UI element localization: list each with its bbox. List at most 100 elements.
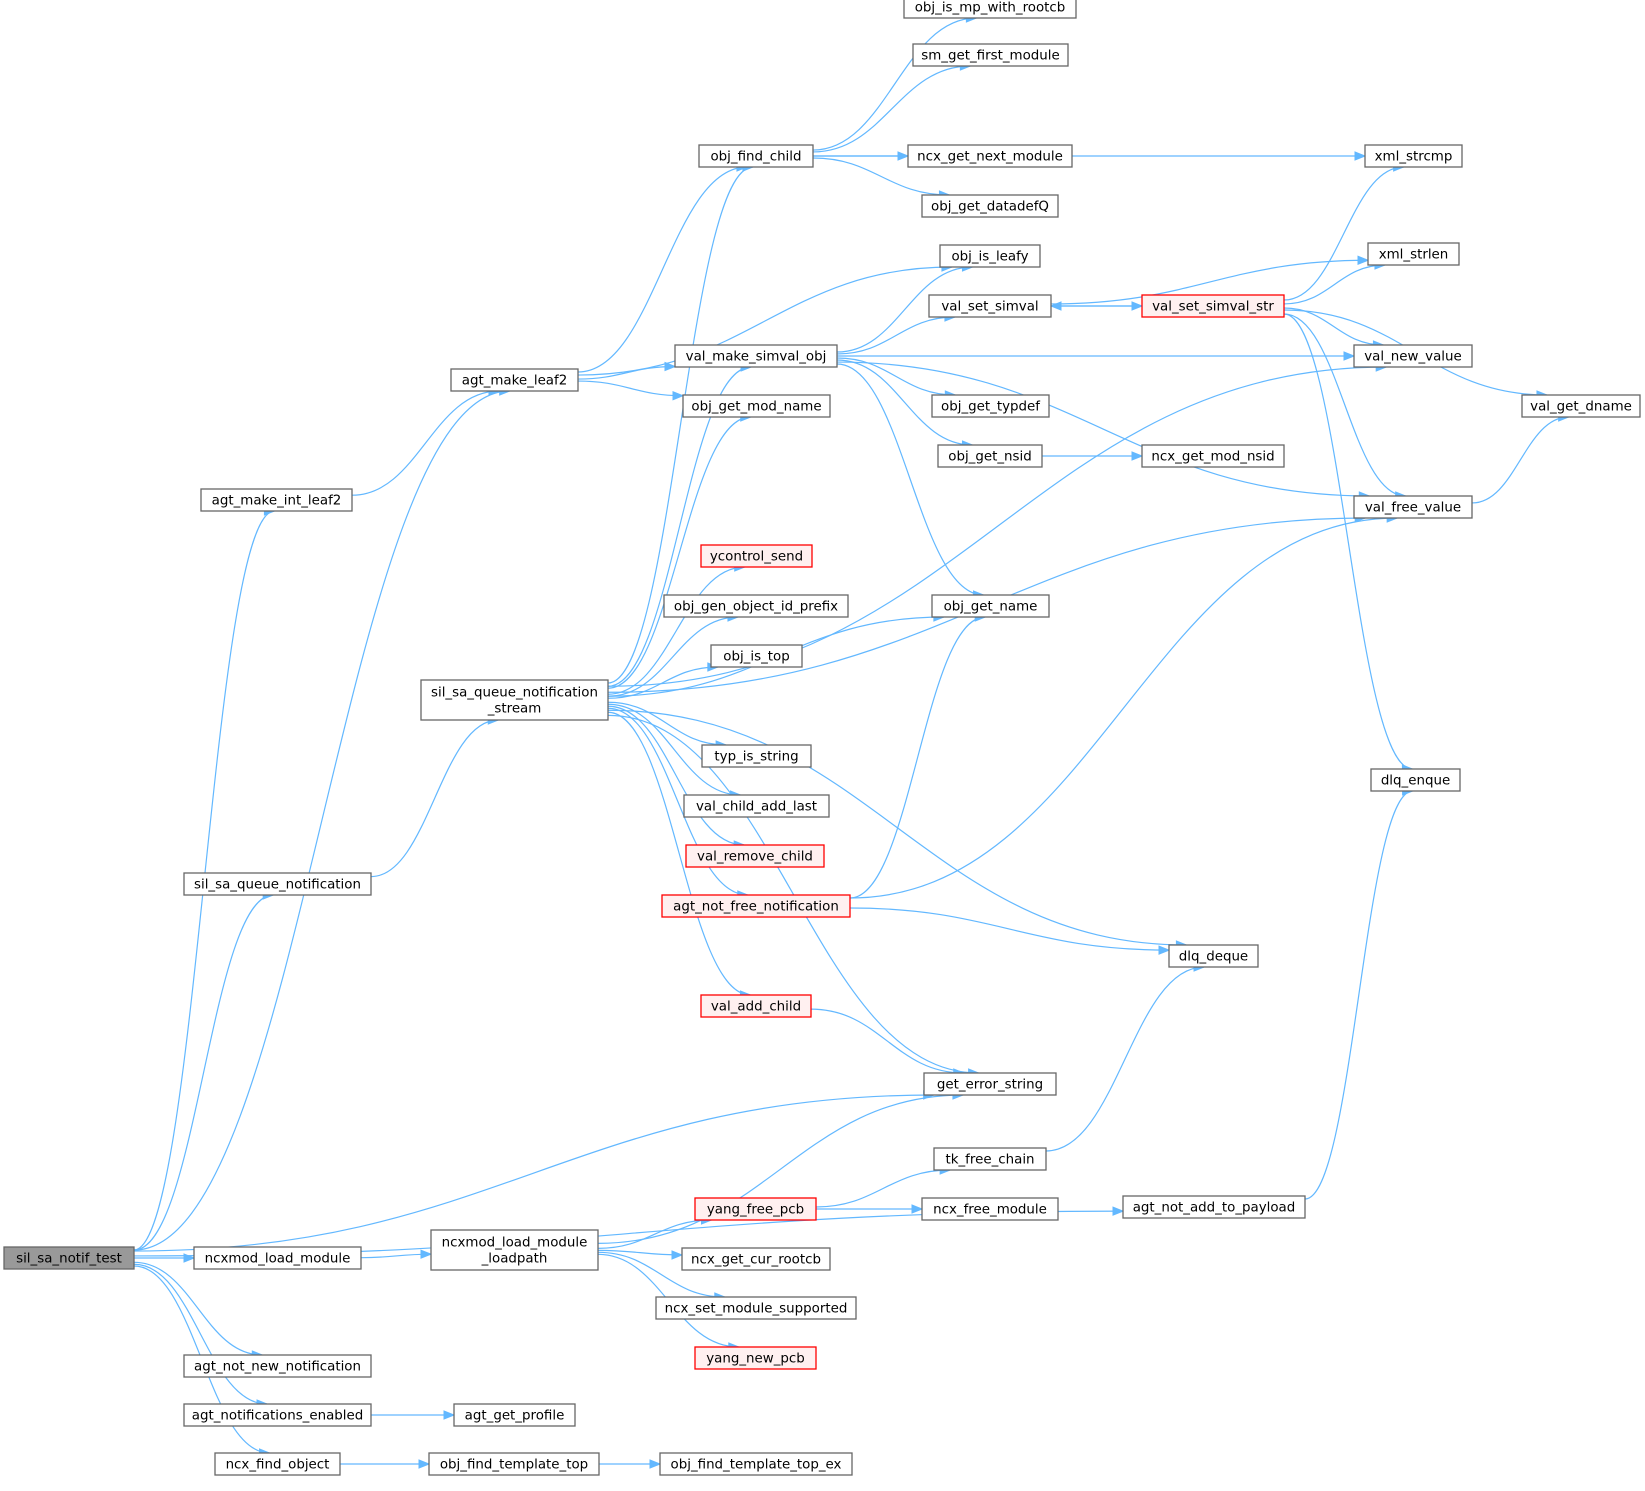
node-box (200, 488, 353, 512)
node-agt-make-leaf2[interactable]: agt_make_leaf2 (450, 368, 579, 392)
edge-line (607, 616, 738, 697)
edge-line (849, 517, 1398, 899)
edge-line (836, 363, 984, 596)
node-ncx-find-object[interactable]: ncx_find_object (214, 1452, 341, 1476)
node-xml-strcmp[interactable]: xml_strcmp (1364, 144, 1463, 168)
node-get-error-string[interactable]: get_error_string (923, 1072, 1057, 1096)
node-label: obj_get_name (944, 600, 1038, 615)
node-sil-sa-queue-notification-stream[interactable]: sil_sa_queue_notification_stream (420, 679, 609, 721)
node-box (1168, 944, 1259, 968)
node-sil-sa-notif-test[interactable]: sil_sa_notif_test (3, 1246, 135, 1270)
node-box (1122, 1195, 1306, 1219)
node-obj-get-mod-name[interactable]: obj_get_mod_name (682, 394, 831, 418)
node-obj-is-leafy[interactable]: obj_is_leafy (939, 244, 1041, 268)
node-val-set-simval-str[interactable]: val_set_simval_str (1141, 294, 1285, 318)
node-ncxmod-load-module-loadpath[interactable]: ncxmod_load_module_loadpath (430, 1229, 599, 1271)
node-ncx-set-module-supported[interactable]: ncx_set_module_supported (655, 1296, 857, 1320)
node-box (937, 444, 1043, 468)
node-label: xml_strcmp (1375, 150, 1453, 165)
node-agt-make-int-leaf2[interactable]: agt_make_int_leaf2 (200, 488, 353, 512)
edge-line (1283, 166, 1404, 301)
node-ncx-get-mod-nsid[interactable]: ncx_get_mod_nsid (1141, 444, 1285, 468)
node-sil-sa-queue-notification[interactable]: sil_sa_queue_notification (183, 872, 372, 896)
node-obj-find-template-top-ex[interactable]: obj_find_template_top_ex (659, 1452, 853, 1476)
edge-sil_sa_notif_test-to-agt_make_leaf2 (133, 386, 512, 1251)
edge-line (607, 166, 753, 684)
node-yang-new-pcb[interactable]: yang_new_pcb (694, 1346, 817, 1370)
node-tk-free-chain[interactable]: tk_free_chain (933, 1147, 1047, 1171)
node-obj-get-typdef[interactable]: obj_get_typdef (931, 394, 1050, 418)
arrowhead-icon (443, 1410, 456, 1420)
node-val-add-child[interactable]: val_add_child (700, 994, 812, 1018)
edge-line (849, 616, 986, 899)
node-box (921, 194, 1059, 218)
edge-ncx_find_object-to-obj_find_template_top (340, 1459, 431, 1469)
edge-sil_sa_notif_test-to-agt_not_new_notification (133, 1261, 264, 1360)
node-box (674, 344, 838, 368)
node-obj-gen-object-id-prefix[interactable]: obj_gen_object_id_prefix (663, 594, 849, 618)
node-typ-is-string[interactable]: typ_is_string (701, 744, 812, 768)
arrowhead-icon (420, 1249, 433, 1259)
edge-obj_find_child-to-obj_is_mp_with_rootcb (812, 13, 978, 151)
edge-val_set_simval_str-to-xml_strcmp (1283, 162, 1405, 301)
node-box (183, 1354, 372, 1378)
edge-line (810, 1008, 964, 1074)
node-val-free-value[interactable]: val_free_value (1353, 495, 1473, 519)
node-val-get-dname[interactable]: val_get_dname (1521, 394, 1641, 418)
node-label: sm_get_first_module (921, 49, 1059, 64)
arrowhead-icon (671, 1250, 684, 1260)
edge-agt_make_int_leaf2-to-agt_make_leaf2 (351, 386, 501, 496)
node-obj-is-top[interactable]: obj_is_top (710, 644, 803, 668)
node-sm-get-first-module[interactable]: sm_get_first_module (912, 43, 1069, 67)
node-label: ncx_get_cur_rootcb (691, 1253, 821, 1268)
node-label: val_get_dname (1530, 400, 1632, 415)
edge-line (597, 1251, 725, 1298)
node-val-remove-child[interactable]: val_remove_child (685, 844, 825, 868)
node-label: agt_not_new_notification (194, 1360, 361, 1375)
node-label: agt_get_profile (465, 1409, 565, 1424)
edge-line (597, 1249, 683, 1256)
node-val-set-simval[interactable]: val_set_simval (928, 294, 1052, 318)
node-agt-not-new-notification[interactable]: agt_not_new_notification (183, 1354, 372, 1378)
node-label: obj_get_datadefQ (931, 200, 1049, 215)
edge-line (1283, 264, 1385, 305)
edge-line (1283, 313, 1413, 770)
node-obj-find-template-top[interactable]: obj_find_template_top (428, 1452, 600, 1476)
node-ncx-free-module[interactable]: ncx_free_module (921, 1197, 1059, 1221)
node-agt-notifications-enabled[interactable]: agt_notifications_enabled (183, 1403, 372, 1427)
node-box (1141, 294, 1285, 318)
node-obj-get-datadefQ[interactable]: obj_get_datadefQ (921, 194, 1059, 218)
node-agt-not-free-notification[interactable]: agt_not_free_notification (661, 894, 851, 918)
node-ncxmod-load-module[interactable]: ncxmod_load_module (193, 1246, 362, 1270)
node-val-make-simval-obj[interactable]: val_make_simval_obj (674, 344, 838, 368)
node-box (698, 144, 814, 168)
node-obj-find-child[interactable]: obj_find_child (698, 144, 814, 168)
node-ncx-get-next-module[interactable]: ncx_get_next_module (907, 144, 1073, 168)
node-agt-not-add-to-payload[interactable]: agt_not_add_to_payload (1122, 1195, 1306, 1219)
edge-val_set_simval_str-to-val_set_simval (1049, 301, 1142, 311)
node-dlq-deque[interactable]: dlq_deque (1168, 944, 1259, 968)
arrowhead-icon (418, 1459, 431, 1469)
node-box (694, 1197, 817, 1221)
node-ycontrol-send[interactable]: ycontrol_send (700, 544, 813, 568)
node-layer: sil_sa_notif_test agt_make_int_leaf2 agt_m… (3, 0, 1641, 1476)
node-ncx-get-cur-rootcb[interactable]: ncx_get_cur_rootcb (681, 1247, 831, 1271)
edge-line (607, 703, 741, 796)
node-label: ncxmod_load_module (205, 1252, 351, 1267)
node-xml-strlen[interactable]: xml_strlen (1367, 242, 1460, 266)
node-val-new-value[interactable]: val_new_value (1353, 344, 1473, 368)
node-label: val_child_add_last (696, 800, 817, 815)
node-label: val_set_simval (941, 300, 1038, 315)
node-dlq-enque[interactable]: dlq_enque (1370, 768, 1461, 792)
edge-line (607, 701, 727, 746)
edge-line (133, 390, 510, 1251)
node-obj-get-name[interactable]: obj_get_name (931, 594, 1050, 618)
node-label: obj_is_mp_with_rootcb (915, 1, 1066, 16)
node-agt-get-profile[interactable]: agt_get_profile (453, 1403, 576, 1427)
node-obj-get-nsid[interactable]: obj_get_nsid (937, 444, 1043, 468)
node-obj-is-mp-with-rootcb[interactable]: obj_is_mp_with_rootcb (903, 0, 1077, 19)
node-label: obj_find_template_top_ex (671, 1458, 842, 1473)
node-yang-free-pcb[interactable]: yang_free_pcb (694, 1197, 817, 1221)
node-val-child-add-last[interactable]: val_child_add_last (683, 794, 830, 818)
